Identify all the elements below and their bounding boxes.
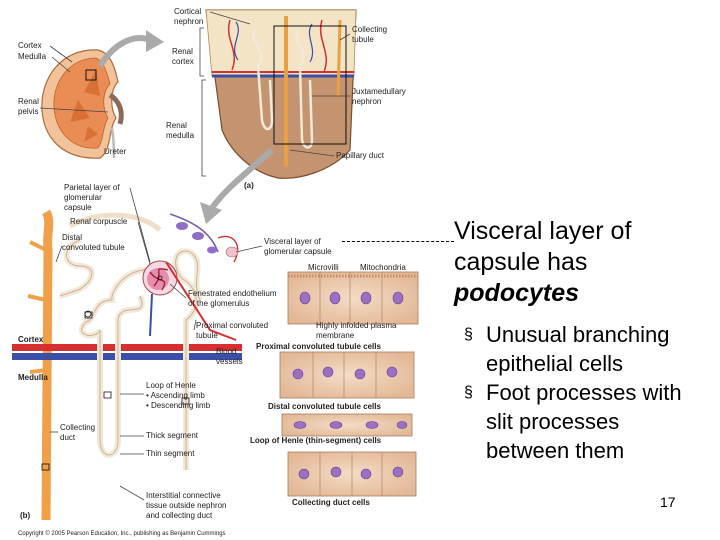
collecting-duct-label-2: duct — [60, 433, 76, 442]
zoom-arrow-icon — [146, 30, 164, 52]
interstitial-label: Interstitial connective — [146, 491, 221, 500]
cell-strip-pct — [287, 271, 419, 325]
renal-pelvis-label-2: pelvis — [18, 107, 38, 116]
zoom-arrow-icon-2 — [200, 202, 222, 224]
callout-line-3: podocytes — [454, 279, 580, 307]
fenestrated-label: Fenestrated endothelium — [188, 289, 277, 298]
highly-infolded-label-2: membrane — [316, 331, 355, 340]
dct-cells-label: Distal convoluted tubule cells — [268, 402, 381, 411]
renal-medulla-label: Renal — [166, 121, 187, 130]
collecting-duct-cells-label: Collecting duct cells — [292, 498, 370, 507]
proximal-convoluted-tubule-label: Proximal convoluted — [196, 321, 268, 330]
collecting-tubule-label: Collecting — [352, 25, 387, 34]
blood-vessels-label: Blood — [216, 347, 236, 356]
kidney-medulla-label: Medulla — [18, 52, 47, 61]
bullet-line: epithelial cells — [486, 351, 623, 376]
panel-a-letter: (a) — [244, 181, 254, 190]
interstitial-label-2: tissue outside nephron — [146, 501, 227, 510]
kidney-illustration — [41, 49, 124, 159]
papillary-duct-label: Papillary duct — [336, 151, 385, 160]
distal-convoluted-tubule-label: Distal — [62, 233, 82, 242]
pct-cells-label: Proximal convoluted tubule cells — [256, 342, 381, 351]
descending-limb-label: • Descending limb — [146, 401, 211, 410]
collecting-duct-label: Collecting — [60, 423, 95, 432]
bullet-line: Foot processes with — [486, 380, 682, 405]
bullet-item: § Foot processes with slit processes bet… — [462, 378, 712, 465]
renal-pelvis-label: Renal — [18, 97, 39, 106]
henle-cells-label: Loop of Henle (thin-segment) cells — [250, 436, 382, 445]
renal-medulla-label-2: medulla — [166, 131, 195, 140]
interstitial-label-3: and collecting duct — [146, 511, 213, 520]
bullet-list: § Unusual branching epithelial cells § F… — [462, 320, 712, 465]
parietal-layer-label-2: glomerular — [64, 193, 102, 202]
bullet-line: Unusual branching — [486, 322, 670, 347]
callout-leader-line — [342, 241, 454, 242]
mitochondria-label: Mitochondria — [360, 263, 406, 272]
collecting-tubule-label-2: tubule — [352, 35, 374, 44]
kidney-nephron-figure: Cortex Medulla Renal pelvis Ureter Corti… — [12, 7, 419, 537]
loop-of-henle-label: Loop of Henle — [146, 381, 196, 390]
callout-text: Visceral layer of capsule has podocytes — [454, 216, 716, 309]
fenestrated-label-2: of the glomerulus — [188, 299, 249, 308]
kidney-cortex-label: Cortex — [18, 41, 42, 50]
medulla-zone-label: Medulla — [18, 373, 48, 382]
parietal-layer-label: Parietal layer of — [64, 183, 120, 192]
microvilli-label: Microvilli — [308, 263, 339, 272]
parietal-layer-label-3: capsule — [64, 203, 92, 212]
bullet-marker: § — [464, 326, 473, 343]
juxtamedullary-nephron-label: Juxtamedullary — [352, 87, 406, 96]
renal-cortex-label-2: cortex — [172, 57, 194, 66]
proximal-convoluted-tubule-label-2: tubule — [196, 331, 218, 340]
thick-segment-label: Thick segment — [146, 431, 199, 440]
visceral-layer-label: Visceral layer of — [264, 237, 322, 246]
bullet-marker: § — [464, 384, 473, 401]
renal-cortex-label: Renal — [172, 47, 193, 56]
distal-convoluted-tubule-label-2: convoluted tubule — [62, 243, 125, 252]
highly-infolded-label: Highly infolded plasma — [316, 321, 397, 330]
nephron-illustration — [12, 209, 242, 521]
cortical-nephron-label: Cortical — [174, 7, 201, 16]
copyright-notice: Copyright © 2005 Pearson Education, Inc.… — [18, 530, 226, 537]
bullet-item: § Unusual branching epithelial cells — [462, 320, 712, 378]
ascending-limb-label: • Ascending limb — [146, 391, 205, 400]
page-number: 17 — [660, 494, 676, 510]
ureter-label: Ureter — [104, 147, 127, 156]
visceral-layer-label-2: glomerular capsule — [264, 247, 332, 256]
bullet-line: between them — [486, 438, 625, 463]
renal-corpuscle-label: Renal corpuscle — [70, 217, 128, 226]
cell-strip-henle — [281, 413, 413, 437]
juxtamedullary-nephron-label-2: nephron — [352, 97, 381, 106]
callout-line-2: capsule has — [454, 248, 588, 276]
renal-wedge-illustration — [205, 9, 357, 179]
cell-strip-dct — [279, 351, 415, 399]
callout-line-1: Visceral layer of — [454, 217, 632, 245]
bullet-line: slit processes — [486, 409, 620, 434]
thin-segment-label: Thin segment — [146, 449, 195, 458]
cortex-zone-label: Cortex — [18, 335, 44, 344]
cell-strip-collecting — [287, 451, 417, 497]
panel-b-letter: (b) — [20, 511, 31, 520]
cortical-nephron-label-2: nephron — [174, 17, 203, 26]
blood-vessels-label-2: vessels — [216, 357, 243, 366]
